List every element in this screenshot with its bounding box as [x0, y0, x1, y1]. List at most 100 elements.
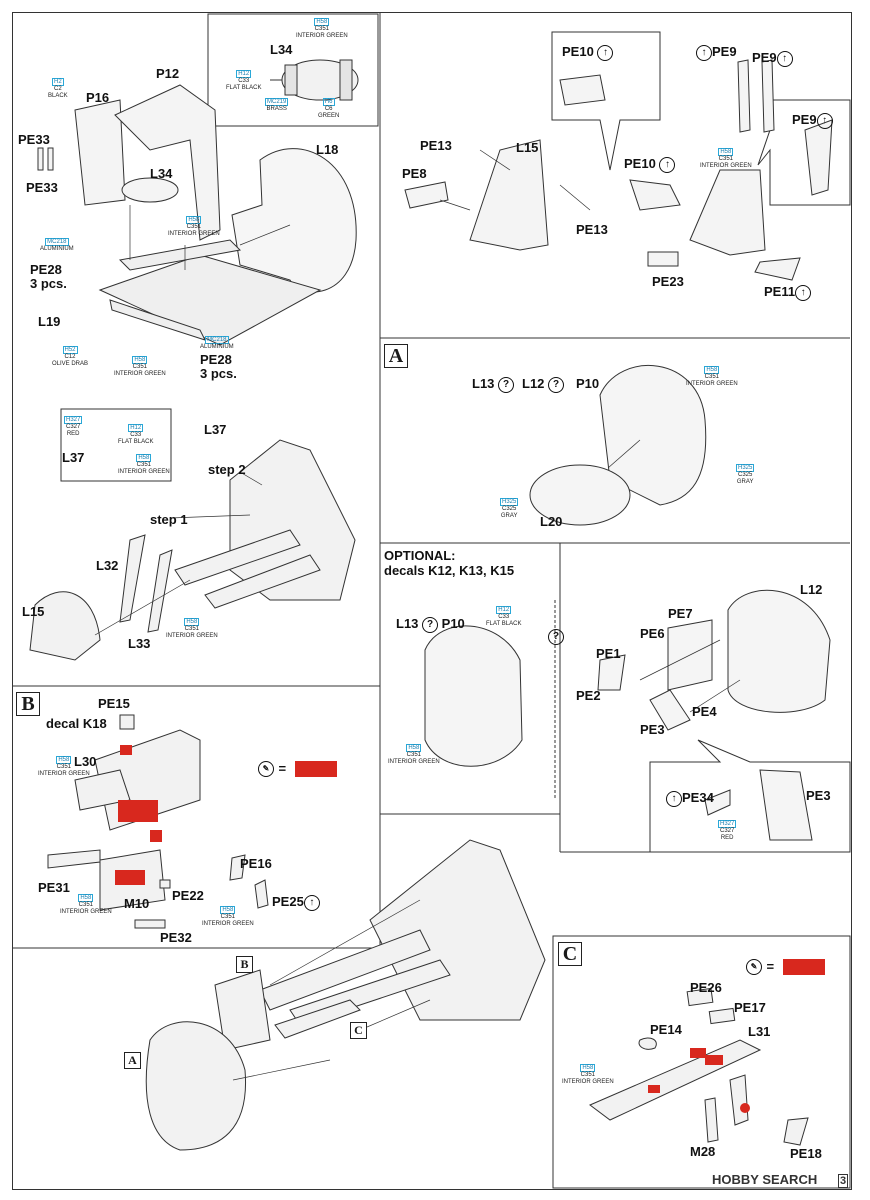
paint-code: H52 [62, 346, 78, 354]
paint-name: RED [66, 431, 80, 437]
label-pe6: PE6 [640, 626, 665, 641]
label-b-m10: M10 [124, 896, 150, 911]
paint-name: OLIVE DRAB [52, 361, 89, 367]
paint-callout-floor-green: H58 C351 INTERIOR GREEN [114, 356, 166, 378]
label-pe8: PE8 [402, 166, 427, 181]
red-swatch [294, 760, 337, 777]
label-l15-left: L15 [22, 604, 45, 619]
pe10-text: PE10 [624, 156, 656, 171]
fold-arrow-icon: ↑ [776, 50, 793, 67]
label-pe3-b: PE3 [806, 788, 831, 803]
label-step2: step 2 [208, 462, 246, 477]
paint-name: GRAY [500, 513, 518, 519]
paint-sub: C325 [502, 506, 517, 512]
paint-name: ALUMINIUM [40, 246, 74, 252]
label-c-pe17: PE17 [734, 1000, 766, 1015]
paint-sub: C351 [704, 374, 719, 380]
page-frame [12, 12, 852, 1190]
label-c-m28: M28 [690, 1144, 716, 1159]
paint-callout-flat-black: H12 C33 FLAT BLACK [226, 70, 261, 92]
red-paint-legend: ✎ = [258, 760, 337, 778]
paint-code: H327 [718, 820, 737, 828]
label-pe33-a: PE33 [18, 132, 50, 147]
p10-text: P10 [441, 616, 465, 631]
paint-callout-seat-right: H58 C351 INTERIOR GREEN [700, 148, 752, 170]
paint-name: BLACK [48, 93, 68, 99]
paint-callout-opt-black: H12 C33 FLAT BLACK [486, 606, 521, 628]
paint-sub: C351 [136, 462, 151, 468]
question-mark-icon: ? [548, 628, 564, 645]
paint-sub: C33 [238, 78, 250, 84]
paint-callout-brass: MC219 BRASS [265, 98, 289, 113]
paint-sub: C33 [130, 432, 142, 438]
label-pe33-b: PE33 [26, 180, 58, 195]
label-pe13-b: PE13 [576, 222, 608, 237]
label-l37: L37 [204, 422, 227, 437]
pe25-text: PE25 [272, 894, 304, 909]
paint-sub: C12 [64, 354, 76, 360]
label-b-l30: L30 [74, 754, 97, 769]
label-pe9-b: PE9↑ [752, 50, 793, 67]
label-b-pe16: PE16 [240, 856, 272, 871]
label-b-pe22: PE22 [172, 888, 204, 903]
paint-sub: C351 [220, 914, 235, 920]
paint-code: H58 [718, 148, 734, 156]
label-b-decal: decal K18 [46, 716, 107, 731]
label-pe28-a-qty: 3 pcs. [30, 276, 67, 291]
paint-name: INTERIOR GREEN [686, 381, 738, 387]
paint-callout-pe3-red: H327 C327 RED [718, 820, 737, 842]
label-b-pe31: PE31 [38, 880, 70, 895]
paint-sub: C6 [324, 106, 333, 112]
paint-code: MC218 [45, 238, 69, 246]
paint-sub: C351 [186, 224, 201, 230]
label-pe28-b-qty: 3 pcs. [200, 366, 237, 381]
paint-name: GRAY [736, 479, 754, 485]
pe10-text: PE10 [562, 44, 594, 59]
label-c-l31: L31 [748, 1024, 771, 1039]
fold-arrow-icon: ↑ [303, 894, 320, 911]
pe9-text: PE9 [792, 112, 817, 127]
paint-name: INTERIOR GREEN [202, 921, 254, 927]
label-l37-box: L37 [62, 450, 85, 465]
question-mark-icon: ? [422, 616, 439, 633]
label-p12: P12 [156, 66, 180, 81]
paint-callout-red: H327 C327 RED [64, 416, 83, 438]
label-c-pe26: PE26 [690, 980, 722, 995]
paint-callout-l32: H58 C351 INTERIOR GREEN [166, 618, 218, 640]
paint-code: H6 [322, 98, 335, 106]
paint-callout-green: H6 C6 GREEN [318, 98, 339, 120]
paint-callout-c-green: H58 C351 INTERIOR GREEN [562, 1064, 614, 1086]
paint-code: H58 [78, 894, 94, 902]
paint-callout-a-green: H58 C351 INTERIOR GREEN [686, 366, 738, 388]
label-c-pe18: PE18 [790, 1146, 822, 1161]
paint-name: INTERIOR GREEN [700, 163, 752, 169]
label-pe23: PE23 [652, 274, 684, 289]
paint-callout-l37-green: H58 C351 INTERIOR GREEN [118, 454, 170, 476]
label-pe10-mid: PE10 ↑ [624, 156, 676, 173]
paint-sub: C351 [132, 364, 147, 370]
paint-code: H2 [52, 78, 64, 86]
paint-sub: C351 [314, 26, 329, 32]
fold-arrow-icon: ↑ [597, 44, 614, 61]
paint-code: MC218 [205, 336, 229, 344]
label-a-l13: L13 ? [472, 376, 515, 393]
paint-name: GREEN [318, 113, 340, 119]
label-l33: L33 [128, 636, 151, 651]
paint-callout-l37-black: H12 C33 FLAT BLACK [118, 424, 153, 446]
red-swatch [782, 958, 825, 975]
paint-sub: C33 [498, 614, 510, 620]
paint-name: INTERIOR GREEN [562, 1079, 614, 1085]
paint-callout-opt-green: H58 C351 INTERIOR GREEN [388, 744, 440, 766]
paint-callout-interior-green: H58 C351 INTERIOR GREEN [296, 18, 348, 40]
paint-code: H327 [64, 416, 83, 424]
paint-code: H58 [186, 216, 202, 224]
paint-sub: C351 [184, 626, 199, 632]
paint-sub: C351 [718, 156, 733, 162]
label-p16: P16 [86, 90, 110, 105]
page-number: 3 [838, 1174, 849, 1188]
label-b-pe32: PE32 [160, 930, 192, 945]
optional-title: OPTIONAL: [384, 548, 456, 563]
paint-callout-aluminium-a: MC218 ALUMINIUM [40, 238, 74, 253]
label-l34-top: L34 [270, 42, 293, 57]
label-pe3: PE3 [640, 722, 665, 737]
